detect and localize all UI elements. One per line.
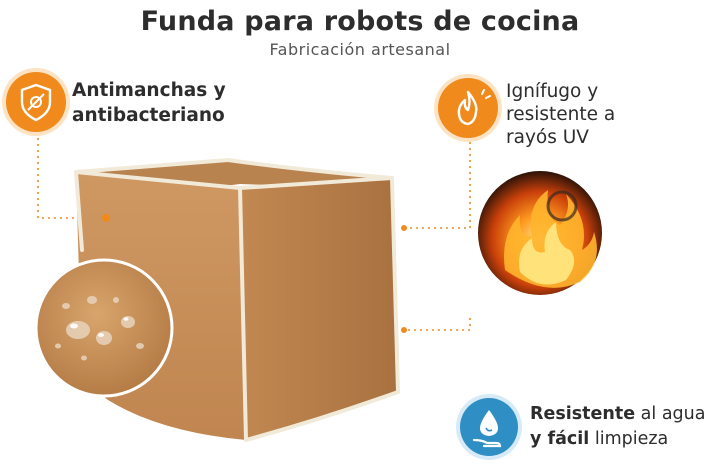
feature-water-line2-light: limpieza [589, 429, 669, 449]
cover-side [240, 178, 398, 440]
page-title: Funda para robots de cocina [140, 6, 580, 37]
flame-icon [438, 78, 498, 138]
connector-lines [37, 136, 471, 331]
feature-water-line1-light: al agua [635, 404, 706, 424]
feature-stain-line2: antibacteriano [72, 105, 225, 126]
feature-stain-text: Antimanchas y antibacteriano [72, 78, 226, 128]
shield-virus-icon [6, 72, 66, 132]
page-subtitle: Fabricación artesanal [269, 40, 451, 59]
feature-fire-line3: rayós UV [506, 127, 589, 148]
feature-fire-line2: resistente a [506, 104, 616, 125]
cover-piping [74, 157, 400, 442]
feature-fire-line1: Ignífugo y [506, 81, 599, 102]
feature-fire-text: Ignífugo y resistente a rayós UV [506, 80, 615, 149]
fire-closeup [478, 171, 602, 295]
feature-water-text: Resistente al agua y fácil limpieza [530, 402, 705, 452]
water-drop-hand-icon [460, 398, 518, 456]
fabric-closeup [34, 258, 174, 398]
feature-water-line2-bold: y fácil [530, 429, 590, 449]
feature-water-line1-bold: Resistente [530, 404, 636, 424]
feature-stain-line1: Antimanchas y [72, 80, 226, 101]
